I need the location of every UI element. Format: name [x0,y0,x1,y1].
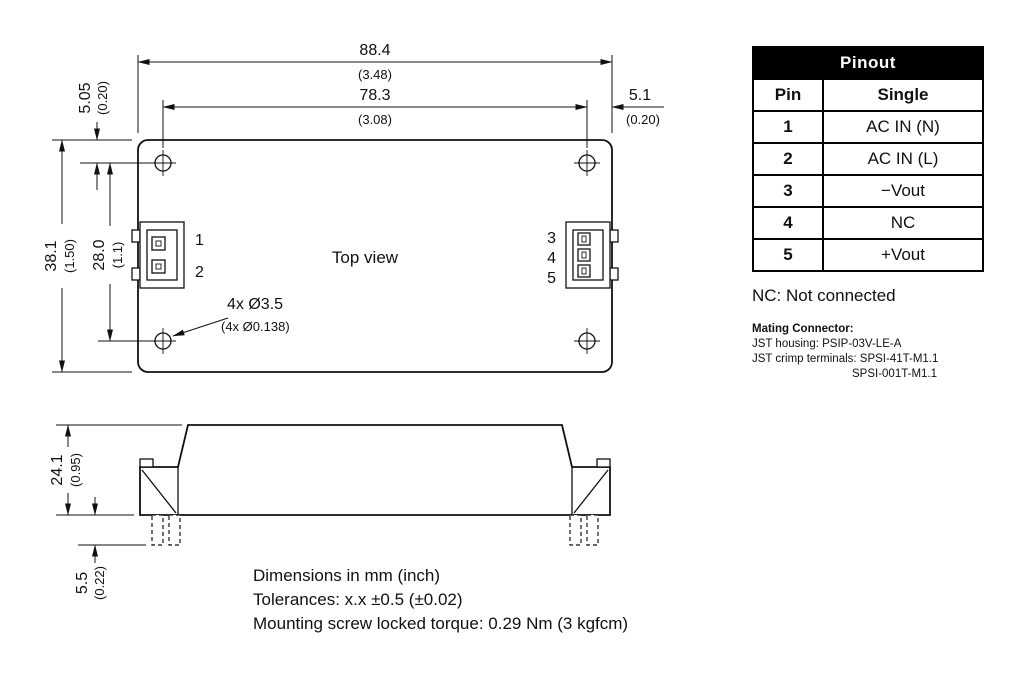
pin-number: 3 [752,174,824,208]
dim-hole-span-y: 28.0 (1.1) [91,162,151,342]
dim-overall-height: 38.1 (1.50) [43,139,132,373]
dim-hole-offset-x-inch: (0.20) [626,112,660,127]
dim-hole-span-y-inch: (1.1) [110,242,125,269]
pin-signal: AC IN (N) [822,110,984,144]
note-torque: Mounting screw locked torque: 0.29 Nm (3… [253,614,629,633]
dim-overall-width-inch: (3.48) [358,67,392,82]
table-row: 1 AC IN (N) [752,110,984,144]
dim-pin-length-inch: (0.22) [92,566,107,600]
hole-callout-mm: 4x Ø3.5 [227,296,283,313]
dim-overall-width-mm: 88.4 [359,42,390,59]
dim-hole-span-x-inch: (3.08) [358,112,392,127]
table-row: 4 NC [752,206,984,240]
pin-label-2: 2 [195,264,204,281]
pinout-title: Pinout [752,46,984,80]
module-body-top-view [137,139,613,373]
side-view: 24.1 (0.95) 5.5 (0.22) [49,424,611,600]
table-row: 3 −Vout [752,174,984,208]
mating-connector-title: Mating Connector: [752,323,854,335]
mechanical-drawing: 1 2 3 4 5 Top view 88.4 (3.48) 78.3 (3.0… [43,42,664,600]
note-tolerances: Tolerances: x.x ±0.5 (±0.02) [253,590,463,609]
dim-body-height: 24.1 (0.95) [49,424,182,516]
nc-note: NC: Not connected [752,286,896,305]
pin-label-3: 3 [547,230,556,247]
table-row: 2 AC IN (L) [752,142,984,176]
mating-crimp-1: JST crimp terminals: SPSI-41T-M1.1 [752,353,939,365]
dim-overall-width: 88.4 (3.48) [137,42,613,133]
dim-overall-height-mm: 38.1 [43,240,60,271]
pin-signal: NC [822,206,984,240]
dim-hole-span-x: 78.3 (3.08) [162,87,588,148]
pinout-table: Pinout Pin Single 1 AC IN (N) 2 AC IN (L… [752,46,984,272]
dim-pin-length-mm: 5.5 [74,572,91,594]
module-body-side-view [139,424,611,516]
pin-label-4: 4 [547,250,556,267]
dim-hole-offset-y-mm: 5.05 [77,82,94,113]
dim-hole-offset-y: 5.05 (0.20) [77,81,151,190]
dim-pin-length: 5.5 (0.22) [74,497,146,600]
dim-overall-height-inch: (1.50) [62,239,77,273]
connector-right [565,221,619,289]
through-hole-pins [151,514,599,546]
pin-number: 2 [752,142,824,176]
pinout-header-row: Pin Single [752,78,984,112]
pinout-panel: Pinout Pin Single 1 AC IN (N) 2 AC IN (L… [752,46,984,382]
pinout-col-pin: Pin [752,78,824,112]
pin-number: 1 [752,110,824,144]
hole-callout-inch: (4x Ø0.138) [221,319,290,334]
dim-body-height-inch: (0.95) [68,453,83,487]
pin-signal: AC IN (L) [822,142,984,176]
pin-signal: +Vout [822,238,984,272]
hole-callout: 4x Ø3.5 (4x Ø0.138) [172,296,290,337]
dim-hole-span-y-mm: 28.0 [91,239,108,270]
table-row: 5 +Vout [752,238,984,272]
top-view-label: Top view [332,248,399,267]
mating-housing: JST housing: PSIP-03V-LE-A [752,338,902,350]
pin-number: 5 [752,238,824,272]
mounting-holes [150,150,600,354]
top-view: 1 2 3 4 5 Top view 88.4 (3.48) 78.3 (3.0… [43,42,664,373]
dim-hole-span-x-mm: 78.3 [359,87,390,104]
dim-hole-offset-x-mm: 5.1 [629,87,651,104]
note-units: Dimensions in mm (inch) [253,566,441,585]
pinout-col-single: Single [822,78,984,112]
mating-connector-info: Mating Connector: JST housing: PSIP-03V-… [752,322,984,382]
dim-hole-offset-x: 5.1 (0.20) [611,87,664,133]
pin-label-1: 1 [195,232,204,249]
dim-body-height-mm: 24.1 [49,454,66,485]
mounting-flanges [139,458,611,515]
pin-number: 4 [752,206,824,240]
pin-signal: −Vout [822,174,984,208]
mating-crimp-2: SPSI-001T-M1.1 [852,368,938,380]
pin-label-5: 5 [547,270,556,287]
drawing-notes: Dimensions in mm (inch) Tolerances: x.x … [253,564,628,636]
dim-hole-offset-y-inch: (0.20) [95,81,110,115]
connector-left [131,221,185,289]
